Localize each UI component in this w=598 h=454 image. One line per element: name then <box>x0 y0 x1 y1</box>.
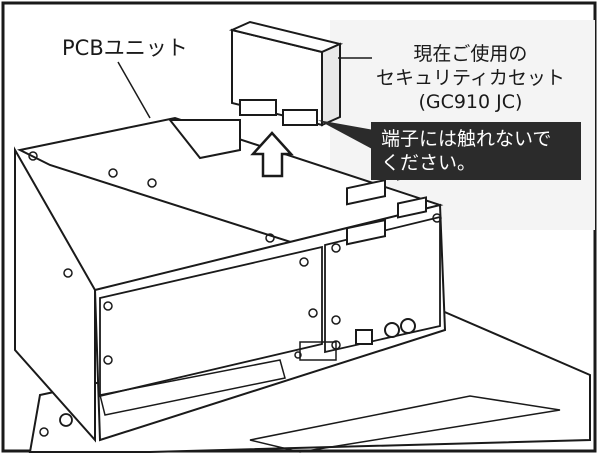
pcb-leader-line <box>117 61 151 119</box>
top-bracket <box>167 119 241 160</box>
screw-icon <box>294 351 302 359</box>
connector-panel <box>324 215 441 354</box>
connector <box>346 218 386 246</box>
port <box>400 318 416 334</box>
screw-icon <box>108 168 118 178</box>
screw-icon <box>28 151 38 161</box>
card-label-line1: 現在ご使用の <box>413 43 528 65</box>
screw-icon <box>103 301 113 311</box>
screw-icon <box>265 233 275 243</box>
card-contacts <box>282 109 318 126</box>
screw-icon <box>299 257 309 267</box>
bottom-rail <box>99 359 286 416</box>
security-cassette-label: 現在ご使用の セキュリティカセット (GC910 JC) <box>376 42 565 114</box>
card-label-line2: セキュリティカセット <box>376 67 565 89</box>
screw-icon <box>331 243 341 253</box>
screw-icon <box>147 178 157 188</box>
screw-icon <box>103 355 113 365</box>
unit-front-face <box>93 203 447 442</box>
screw-icon <box>331 315 341 325</box>
warning-pointer <box>318 120 374 150</box>
warning-callout: 端子には触れないで ください。 <box>371 122 581 180</box>
port <box>355 329 373 345</box>
connector <box>397 196 427 219</box>
warning-line2: ください。 <box>381 152 477 174</box>
security-cassette-side <box>321 42 341 127</box>
connector <box>346 178 386 206</box>
pcb-unit-label: PCBユニット <box>62 36 188 60</box>
unit-left-face <box>14 146 96 443</box>
card-contacts <box>239 99 277 116</box>
vent-slot <box>299 341 337 361</box>
screw-icon <box>59 413 73 427</box>
screw-icon <box>63 268 73 278</box>
card-label-line3: (GC910 JC) <box>418 91 523 113</box>
screw-icon <box>432 213 442 223</box>
front-panel <box>99 245 323 398</box>
screw-icon <box>308 308 318 318</box>
warning-line1: 端子には触れないで <box>381 128 552 150</box>
up-arrow-icon <box>250 131 294 178</box>
screw-icon <box>39 427 49 437</box>
base-slot <box>249 395 561 453</box>
port <box>384 322 400 338</box>
